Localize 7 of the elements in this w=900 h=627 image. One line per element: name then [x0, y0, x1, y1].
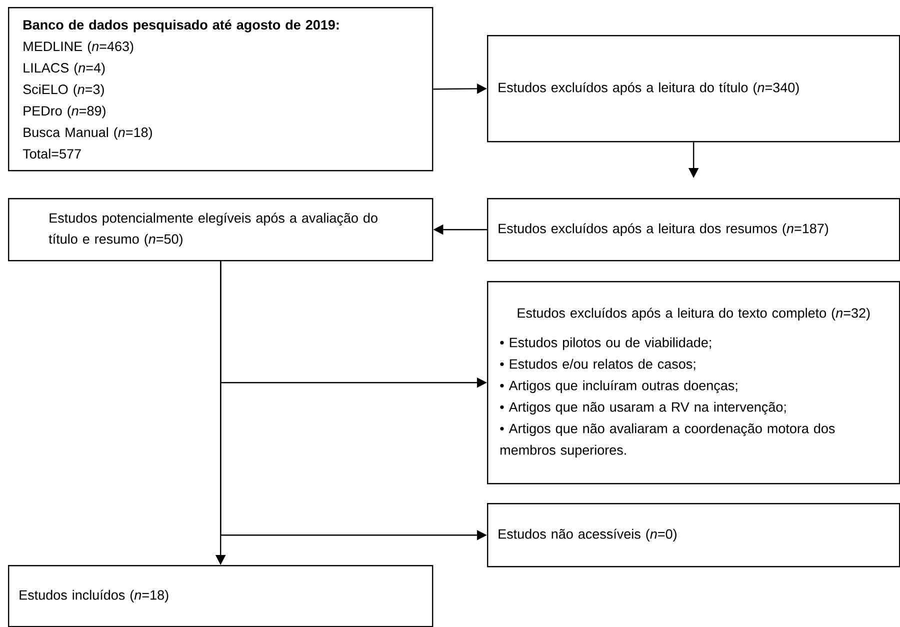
- process-box: Estudos excluídos após a leitura do título (n=340): [487, 35, 900, 142]
- process-box: Estudos excluídos após a leitura dos resumos (n=187): [487, 198, 900, 262]
- process-box: Estudos não acessíveis (n=0): [487, 503, 900, 568]
- process-box: Banco de dados pesquisado até agosto de 2019: MEDLINE (n=463) LILACS (n=4) SciELO (n=3) PEDro (n=89) Busca Manual (n=18) Total=577: [8, 7, 434, 172]
- process-box: Estudos potencialmente elegíveis após a avaliação do título e resumo (n=50): [8, 198, 434, 262]
- process-box: Estudos excluídos após a leitura do texto completo (n=32) • Estudos pilotos ou de viabilidade; • Estudos e/ou relatos de casos; • Artigos que incluíram outras doenças; • Artigos que não usaram a RV na intervenção; • Artigos que não avaliaram a coordenação motora dos membros superiores.: [487, 281, 900, 484]
- process-box: Estudos incluídos (n=18): [8, 565, 434, 627]
